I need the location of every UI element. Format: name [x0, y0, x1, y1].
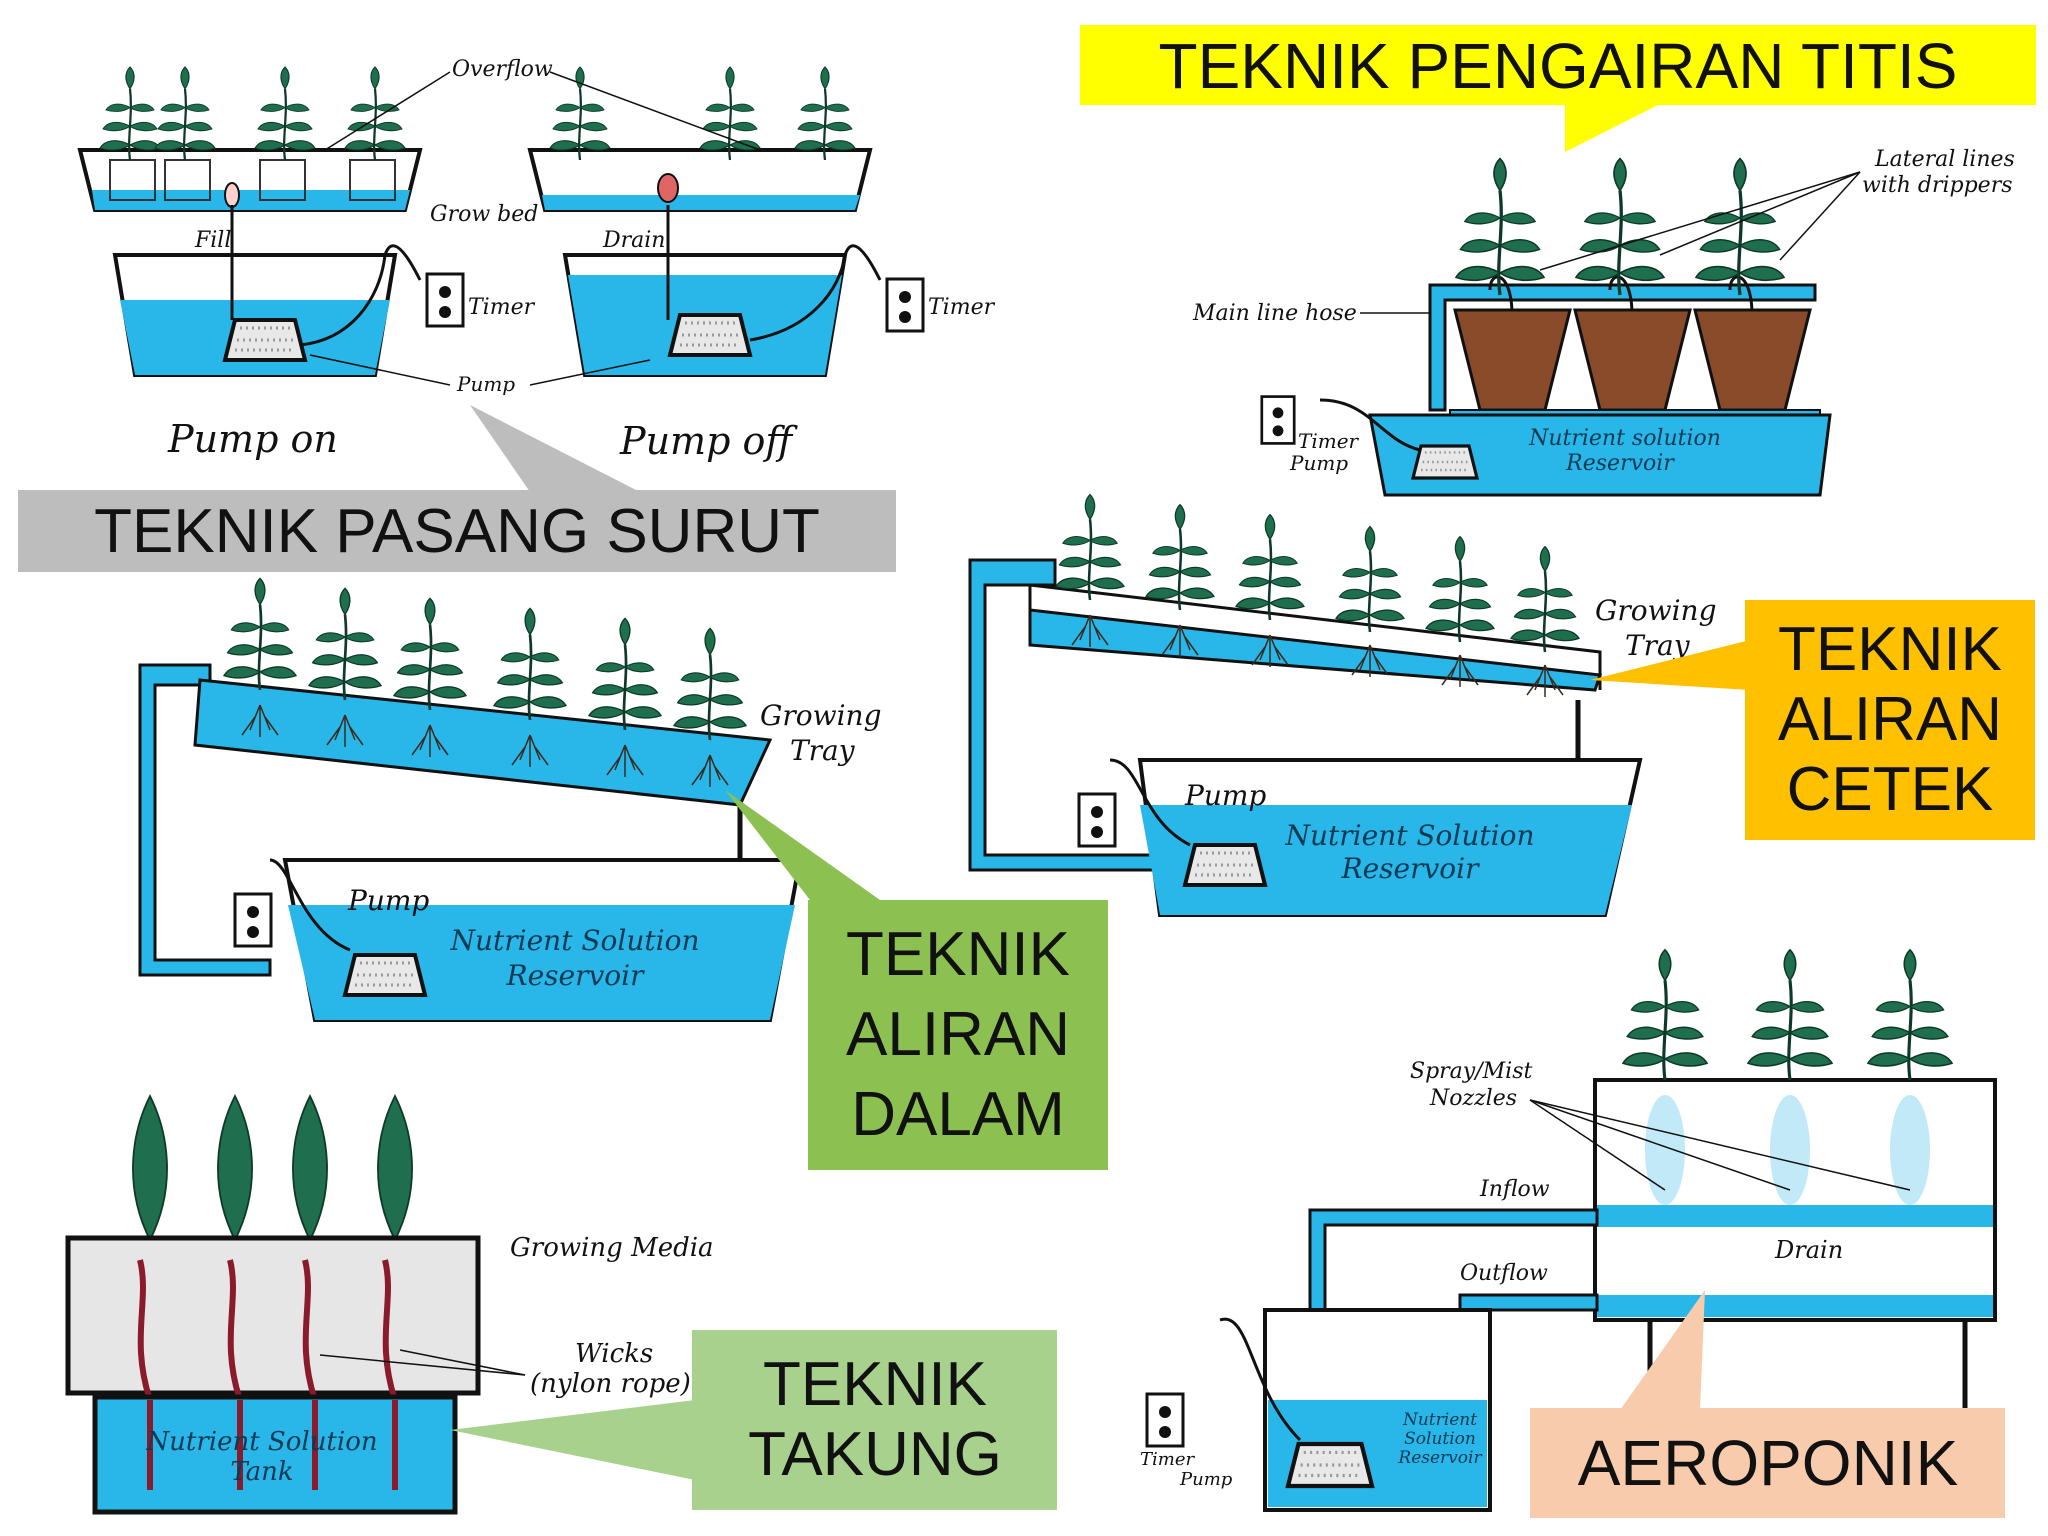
callout-aliran-dalam: TEKNIK ALIRAN DALAM: [725, 790, 1108, 1170]
timer-label-right: Timer: [928, 295, 996, 320]
dft-reservoir-label-1: Nutrient Solution: [449, 924, 699, 957]
dft-tray-label: Tray: [790, 734, 856, 767]
lateral-lines-label-1: Lateral lines: [1874, 147, 2015, 172]
drip-pump-label: Pump: [1289, 451, 1348, 475]
fill-label: Fill: [194, 228, 231, 253]
nft-diagram: Growing Tray Pump Nutrient Solution Rese…: [968, 495, 1717, 917]
callout-aliran-cetek: TEKNIK ALIRAN CETEK: [1590, 600, 2035, 840]
pump-off-label: Pump off: [619, 419, 798, 463]
aero-reservoir-label-3: Reservoir: [1397, 1448, 1482, 1468]
wicks-label-1: Wicks: [575, 1339, 653, 1369]
main-line-hose-label: Main line hose: [1192, 301, 1357, 326]
drip-irrigation-diagram: TEKNIK PENGAIRAN TITIS Lateral lines wit…: [1080, 25, 2036, 497]
drip-timer-label: Timer: [1298, 429, 1360, 453]
aero-drain-label: Drain: [1774, 1236, 1843, 1264]
aliran-cetek-line-2: ALIRAN: [1778, 685, 2002, 754]
pump-on-label: Pump on: [167, 417, 338, 461]
aero-reservoir-label-1: Nutrient: [1402, 1410, 1477, 1430]
drip-reservoir-label-1: Nutrient solution: [1528, 426, 1721, 451]
takung-line-1: TEKNIK: [763, 1350, 987, 1419]
timer-label-left: Timer: [468, 295, 536, 320]
drip-reservoir-label-2: Reservoir: [1565, 451, 1675, 476]
dft-reservoir-label-2: Reservoir: [506, 959, 646, 992]
aliran-cetek-line-3: CETEK: [1787, 755, 1994, 824]
aero-timer-label: Timer: [1140, 1449, 1195, 1470]
wicks-label-2: (nylon rope): [530, 1369, 691, 1399]
callout-aeroponik: AEROPONIK: [1530, 1290, 2005, 1518]
aliran-dalam-line-2: ALIRAN: [846, 1000, 1070, 1069]
aliran-dalam-line-3: DALAM: [851, 1080, 1065, 1149]
lateral-lines-label-2: with drippers: [1862, 173, 2013, 198]
callout-pasang-surut: TEKNIK PASANG SURUT: [18, 405, 896, 572]
aliran-cetek-line-1: TEKNIK: [1778, 615, 2002, 684]
ebb-flow-diagram: Overflow Grow bed Fill Drain Timer Timer…: [77, 57, 996, 463]
inflow-label: Inflow: [1479, 1177, 1550, 1202]
grow-bed-label: Grow bed: [430, 202, 538, 227]
nft-reservoir-label-1: Nutrient Solution: [1284, 819, 1534, 852]
callout-takung: TEKNIK TAKUNG: [450, 1330, 1057, 1510]
nft-tray-label: Tray: [1625, 629, 1691, 662]
nft-reservoir-label-2: Reservoir: [1341, 852, 1481, 885]
titis-title: TEKNIK PENGAIRAN TITIS: [1159, 30, 1958, 102]
pump-label: Pump: [456, 372, 515, 396]
drain-label: Drain: [602, 228, 665, 253]
aeroponik-title: AEROPONIK: [1578, 1427, 1959, 1499]
nft-pump-label: Pump: [1184, 779, 1266, 812]
outflow-label: Outflow: [1460, 1261, 1548, 1286]
dft-growing-label: Growing: [760, 699, 882, 732]
dft-diagram: Growing Tray Pump Nutrient Solution Rese…: [138, 578, 882, 1022]
aeroponics-diagram: Spray/Mist Nozzles Inflow Outflow Drain …: [1140, 950, 1997, 1512]
wick-diagram: Growing Media Wicks (nylon rope) Nutrien…: [65, 1095, 714, 1515]
wick-tank-label-2: Tank: [230, 1457, 293, 1487]
aero-reservoir-label-2: Solution: [1404, 1429, 1476, 1449]
wick-tank-label-1: Nutrient Solution: [145, 1427, 377, 1457]
takung-line-2: TAKUNG: [748, 1420, 1002, 1489]
titis-callout-box: [1080, 25, 2036, 105]
nozzles-label-2: Nozzles: [1429, 1086, 1517, 1111]
growing-media-label: Growing Media: [510, 1233, 714, 1263]
nft-growing-label: Growing: [1595, 594, 1717, 627]
pasang-surut-title: TEKNIK PASANG SURUT: [94, 497, 820, 566]
nozzles-label-1: Spray/Mist: [1410, 1059, 1532, 1084]
dft-pump-label: Pump: [347, 884, 429, 917]
aero-pump-label: Pump: [1179, 1469, 1233, 1490]
aliran-dalam-line-1: TEKNIK: [846, 920, 1070, 989]
overflow-label: Overflow: [452, 57, 553, 82]
